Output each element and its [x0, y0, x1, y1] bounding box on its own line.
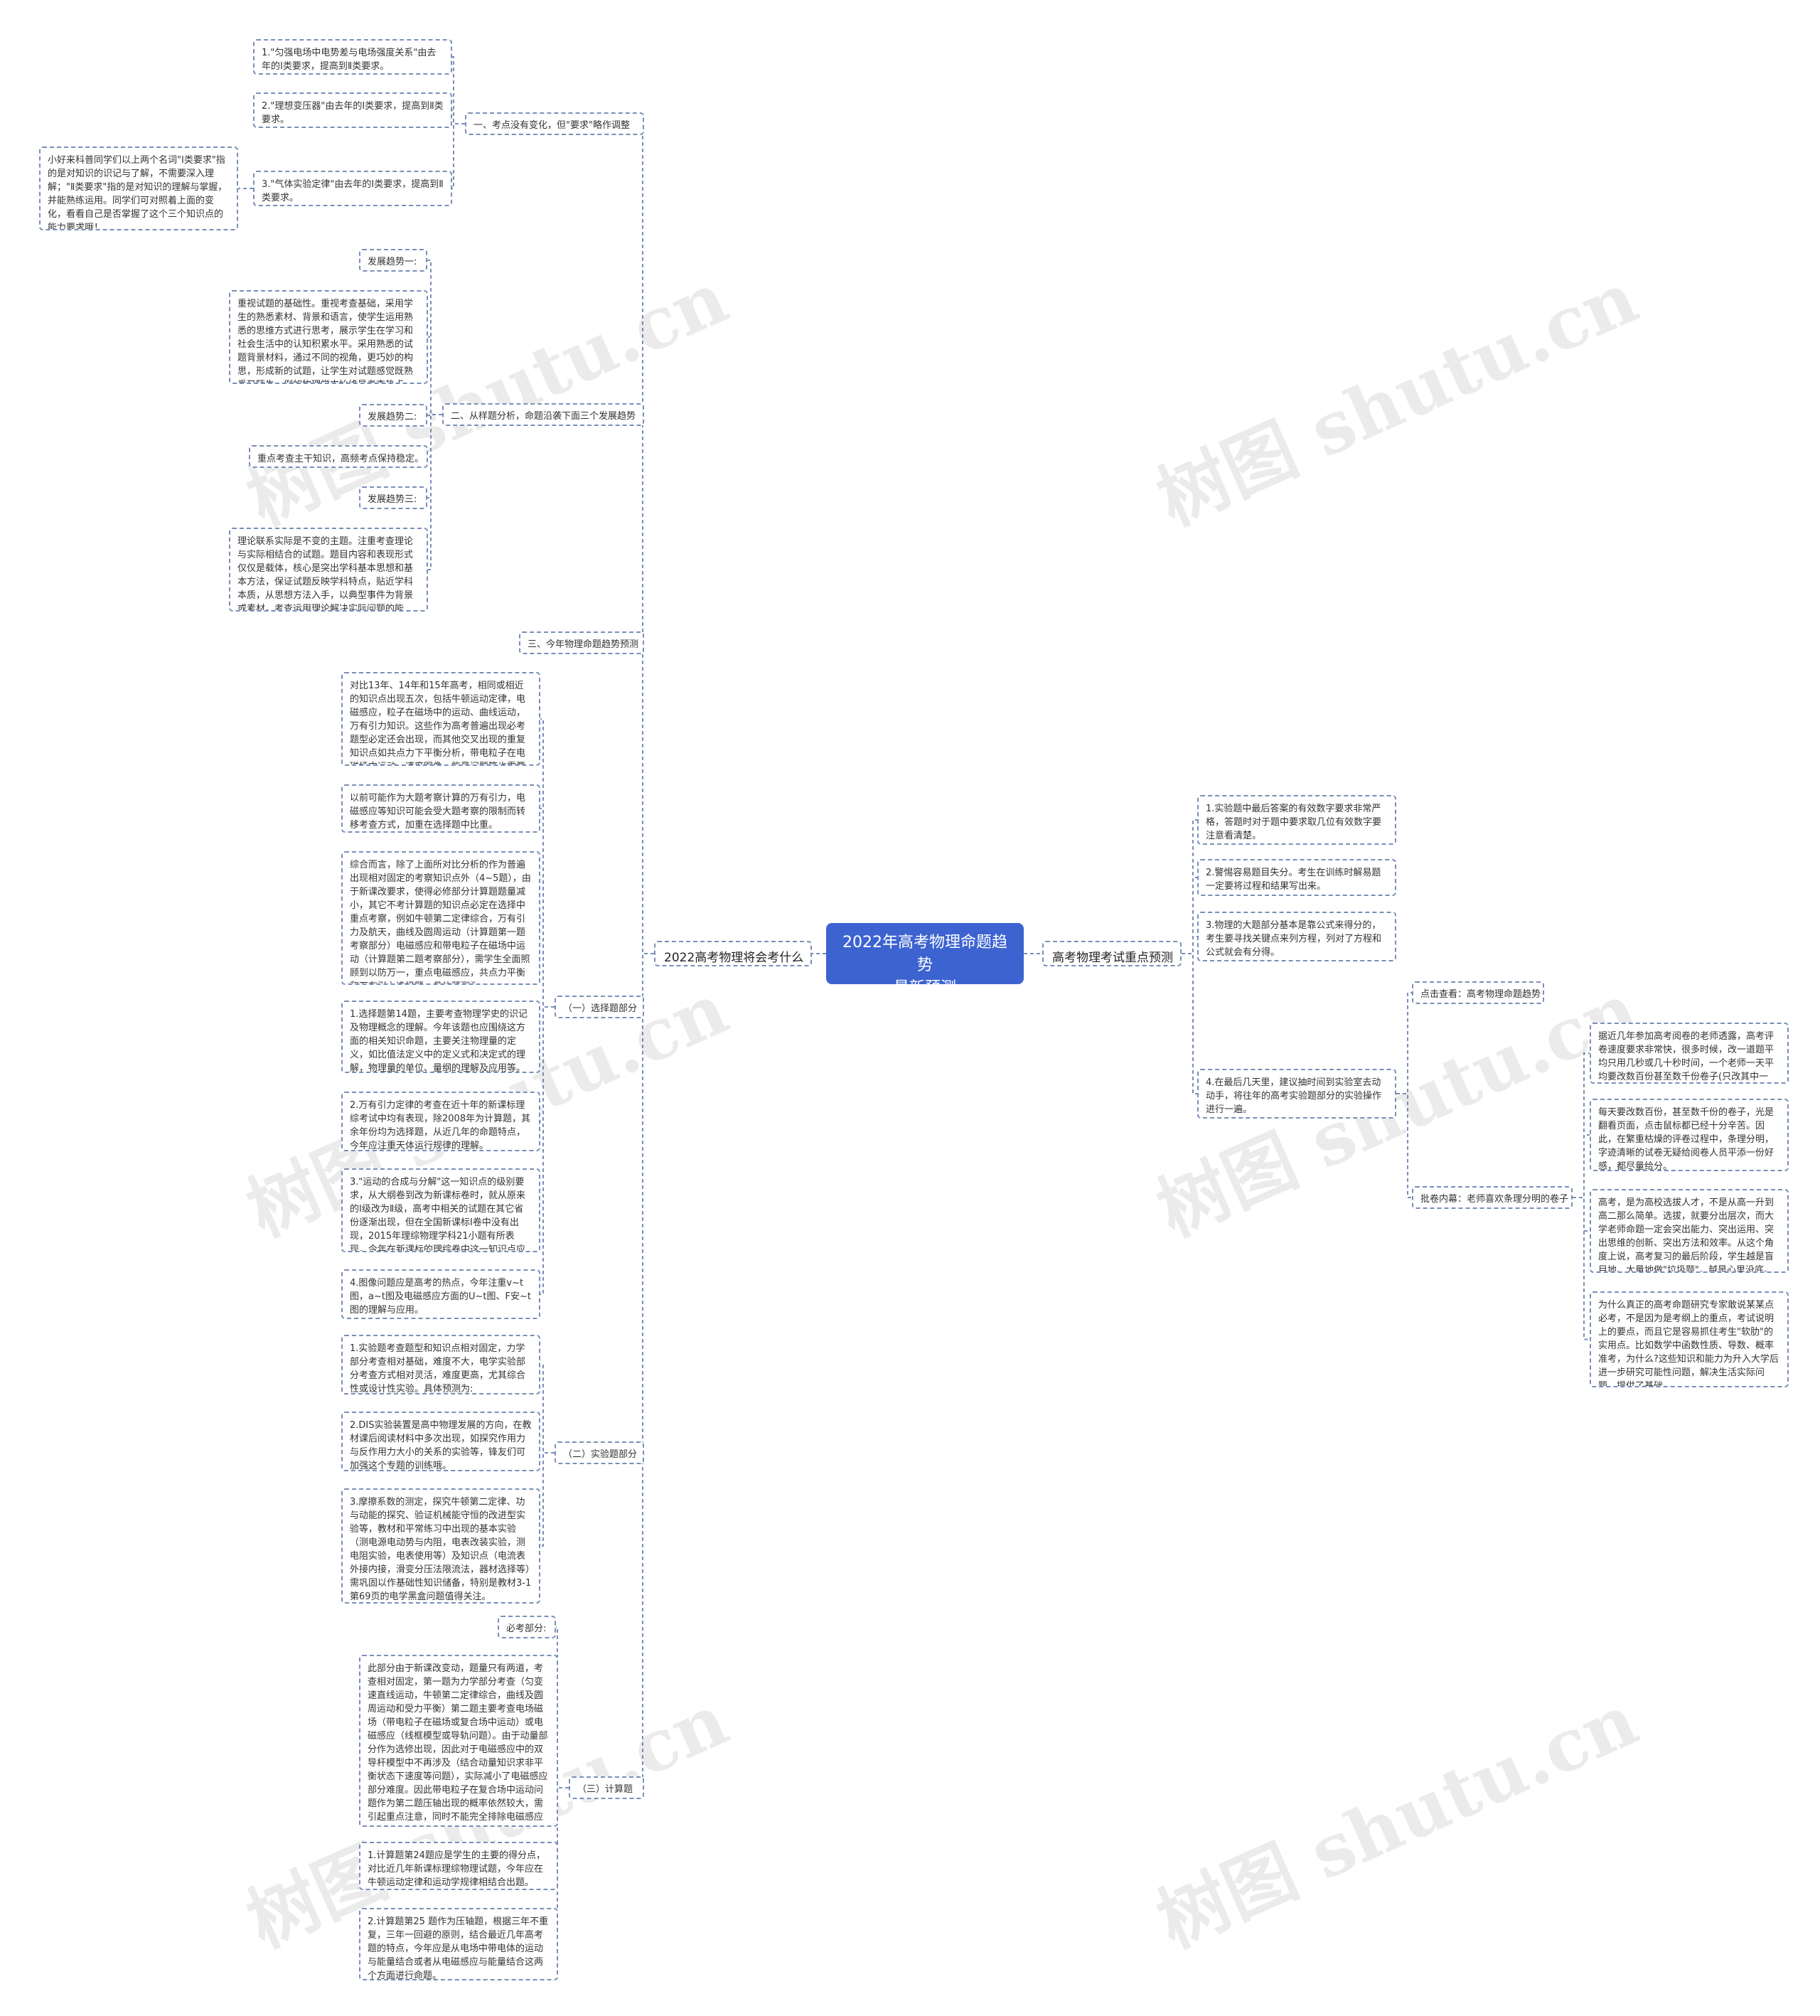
connector-line [540, 808, 555, 1008]
trend-label-node[interactable]: 发展趋势一: [359, 249, 427, 272]
subtopic-node[interactable]: （二）实验题部分 [555, 1441, 644, 1464]
leaf-node[interactable]: 2.DIS实验装置是高中物理发展的方向，在教材课后阅读材料中多次出现，如探究作用… [341, 1412, 540, 1471]
connector-line [452, 123, 465, 189]
connector-line [452, 56, 465, 124]
connector-line [642, 953, 654, 1454]
must-label-node[interactable]: 必考部分: [498, 1616, 556, 1638]
leaf-node[interactable]: 1.选择题第14题，主要考查物理学史的识记及物理概念的理解。今年该题也应围绕这方… [341, 1001, 540, 1073]
connector-line [1182, 953, 1197, 1094]
connector-line [1396, 992, 1412, 1094]
connector-line [540, 1006, 555, 1295]
connector-line [557, 1740, 569, 1788]
leaf-node[interactable]: 2."理想变压器"由去年的Ⅰ类要求，提高到Ⅱ类要求。 [253, 92, 452, 128]
leaf-node[interactable]: 2.计算题第25 题作为压轴题，根据三年不重复，三年一回避的原则，结合最近几年高… [359, 1908, 558, 1980]
connector-line [1573, 1197, 1590, 1232]
connector-line [540, 1452, 555, 1547]
connector-line [1573, 1134, 1590, 1198]
leaf-node[interactable]: 重点考查主干知识，高频考点保持稳定。 [249, 445, 428, 468]
connector-line [642, 414, 654, 954]
leaf-node[interactable]: 1.实验题中最后答案的有效数字要求非常严格，答题时对于题中要求取几位有效数字要注… [1197, 795, 1396, 845]
leaf-node[interactable]: 据近几年参加高考阅卷的老师透露，高考评卷速度要求非常快，很多时候，改一道题平均只… [1590, 1023, 1789, 1084]
leaf-node[interactable]: 3."运动的合成与分解"这一知识点的级别要求，从大纲卷到改为新课标卷时，就从原来… [341, 1168, 540, 1252]
leaf-node[interactable]: 重视试题的基础性。重视考查基础，采用学生的熟悉素材、背景和语言，使学生运用熟悉的… [229, 290, 428, 384]
left-branch-node[interactable]: 2022高考物理将会考什么 [654, 941, 812, 966]
connector-line [1182, 877, 1197, 954]
link-node[interactable]: 点击查看：高考物理命题趋势 [1412, 981, 1544, 1004]
subtopic-node[interactable]: （一）选择题部分 [555, 996, 644, 1018]
topic-node[interactable]: 二、从样题分析，命题沿袭下面三个发展趋势 [442, 403, 644, 426]
leaf-node[interactable]: 理论联系实际是不变的主题。注重考查理论与实际相结合的试题。题目内容和表现形式仅仅… [229, 528, 428, 612]
connector-line [428, 414, 442, 570]
connector-line [642, 642, 654, 954]
leaf-node[interactable]: 为什么真正的高考命题研究专家敢说某某点必考，不是因为是考纲上的重点，考试说明上的… [1590, 1291, 1789, 1387]
leaf-node[interactable]: 1."匀强电场中电势差与电场强度关系"由去年的Ⅰ类要求，提高到Ⅱ类要求。 [253, 39, 452, 75]
leaf-node[interactable]: 4.在最后几天里，建议抽时间到实验室去动动手，将往年的高考实验题部分的实验操作进… [1197, 1069, 1396, 1119]
trend-label-node[interactable]: 发展趋势二: [359, 404, 427, 427]
connector-line [540, 1441, 555, 1454]
connector-line [540, 1364, 555, 1454]
leaf-node[interactable]: 1.计算题第24题应是学生的主要的得分点，对比近几年新课标理综物理试题，今年应在… [359, 1842, 558, 1890]
connector-line [642, 953, 654, 1008]
connector-line [1573, 1052, 1590, 1198]
connector-line [1396, 1093, 1412, 1198]
connector-line [452, 110, 465, 124]
leaf-node[interactable]: 此部分由于新课改变动，题量只有两道，考查相对固定，第一题为力学部分考查（匀变速直… [359, 1655, 558, 1827]
connector-line [1573, 1197, 1590, 1340]
topic-node[interactable]: 三、今年物理命题趋势预测 [519, 631, 644, 654]
subtopic-node[interactable]: （三）计算题 [569, 1776, 644, 1799]
leaf-node[interactable]: 1.实验题考查题型和知识点相对固定，力学部分考查相对基础，难度不大，电学实验部分… [341, 1335, 540, 1394]
leaf-node[interactable]: 以前可能作为大题考察计算的万有引力，电磁感应等知识可能会受大题考察的限制而转移考… [341, 784, 540, 833]
connector-line [1182, 936, 1197, 954]
leaf-node[interactable]: 3.物理的大题部分基本是靠公式来得分的，考生要寻找关键点来列方程，列对了方程和公… [1197, 912, 1396, 961]
connector-line [642, 123, 654, 954]
connector-line [642, 953, 654, 1788]
leaf-node[interactable]: 3."气体实验定律"由去年的Ⅰ类要求，提高到Ⅱ类要求。 [253, 171, 452, 206]
trend-label-node[interactable]: 发展趋势三: [359, 486, 427, 509]
leaf-node[interactable]: 2.警惕容易题目失分。考生在训练时解易题一定要将过程和结果写出来。 [1197, 859, 1396, 896]
topic-node[interactable]: 一、考点没有变化，但"要求"略作调整 [465, 112, 644, 135]
leaf-node[interactable]: 2.万有引力定律的考查在近十年的新课标理综考试中均有表现，除2008年为计算题，… [341, 1092, 540, 1151]
connector-line [1182, 819, 1197, 954]
connector-line [428, 336, 442, 415]
note-node[interactable]: 小好来科普同学们以上两个名词"Ⅰ类要求"指的是对知识的识记与了解，不需要深入理解… [39, 146, 238, 230]
leaf-node[interactable]: 高考，是为高校选拔人才，不是从高一升到高二那么简单。选拔，就要分出层次，而大学老… [1590, 1189, 1789, 1273]
leaf-node[interactable]: 4.图像问题应是高考的热点，今年注重v~t图，a~t图及电磁感应方面的U~t图、… [341, 1269, 540, 1319]
connector-line [540, 917, 555, 1008]
leaf-node[interactable]: 3.摩擦系数的测定，探究牛顿第二定律、功与动能的探究、验证机械能守恒的改进型实验… [341, 1488, 540, 1604]
leaf-node[interactable]: 对比13年、14年和15年高考，相同或相近的知识点出现五次，包括牛顿运动定律，电… [341, 672, 540, 766]
connector-line [557, 1787, 569, 1945]
root-node[interactable]: 2022年高考物理命题趋势 最新预测 [826, 923, 1024, 997]
topic-node[interactable]: 批卷内幕：老师喜欢条理分明的卷子 [1412, 1186, 1573, 1209]
connector-line [557, 1787, 569, 1867]
leaf-node[interactable]: 每天要改数百份，甚至数千份的卷子，光是翻看页面，点击鼠标都已经十分辛苦。因此，在… [1590, 1099, 1789, 1171]
connector-line [427, 260, 442, 415]
right-branch-node[interactable]: 高考物理考试重点预测 [1042, 941, 1182, 966]
leaf-node[interactable]: 综合而言，除了上面所对比分析的作为普遍出现相对固定的考察知识点外（4~5题），由… [341, 851, 540, 985]
